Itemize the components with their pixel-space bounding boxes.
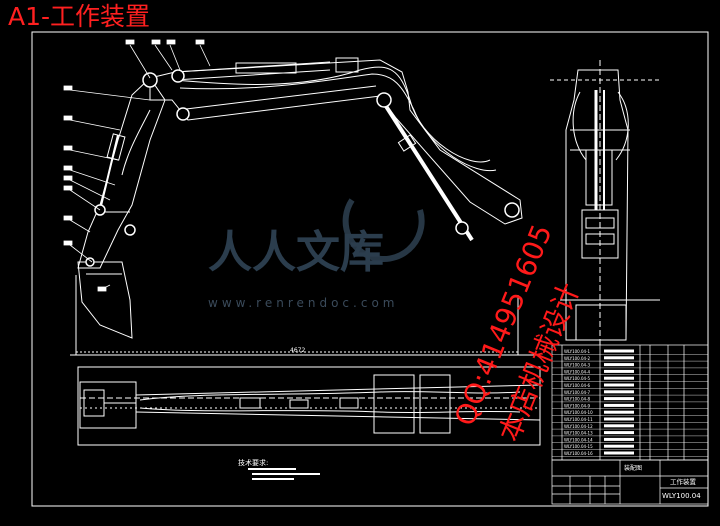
title-block-part-name: 工作装置: [670, 477, 697, 486]
bom-row-name: [604, 383, 634, 387]
bom-row-code: WLY100.04-2: [564, 356, 591, 361]
bom-row-name: [604, 451, 634, 455]
pin-cyl-top: [171, 69, 185, 83]
pin-boom-lower: [176, 107, 190, 121]
bom-row-code: WLY100.04-1: [564, 349, 591, 354]
pin-cyl-foot: [455, 221, 469, 235]
pin-bucket: [124, 224, 136, 236]
end-view: [550, 60, 660, 345]
bom-row-name: [604, 363, 634, 367]
bom-row-code: WLY100.04-8: [564, 397, 591, 402]
bom-row-code: WLY100.04-13: [564, 431, 593, 436]
bom-row-code: WLY100.04-11: [564, 417, 593, 422]
bom-row-code: WLY100.04-9: [564, 403, 591, 408]
bom-row-code: WLY100.04-15: [564, 444, 593, 449]
callouts: [63, 39, 211, 292]
bom-row-code: WLY100.04-14: [564, 437, 593, 442]
bom-row-name: [604, 369, 634, 373]
bom-row-name: [604, 403, 634, 407]
bom-row-name: [604, 349, 634, 353]
pin-bucket-tip: [85, 257, 95, 267]
drawing-border: [31, 31, 709, 507]
bom-rows: WLY100.04-1WLY100.04-2WLY100.04-3WLY100.…: [552, 349, 708, 457]
overlay-title: A1-工作装置: [8, 2, 151, 31]
bom-row-name: [604, 444, 634, 448]
bom-row-name: [604, 356, 634, 360]
bom-row-code: WLY100.04-12: [564, 424, 593, 429]
bom-row-code: WLY100.04-3: [564, 363, 591, 368]
bom-row-name: [604, 431, 634, 435]
tech-requirements-label: 技术要求:: [238, 458, 268, 467]
tech-requirements: 技术要求:: [238, 458, 320, 480]
bom-row-code: WLY100.04-4: [564, 369, 591, 374]
watermark-brand: 人人文库: [208, 227, 384, 278]
title-block: [551, 459, 709, 505]
side-view: [70, 57, 540, 356]
bom-row-name: [604, 397, 634, 401]
plan-view: [77, 366, 541, 446]
title-block-drawing-number: WLY100.04: [662, 492, 701, 500]
pin-boom-stick: [142, 72, 158, 88]
dimension-label: 4672: [290, 347, 305, 354]
bom-row-name: [604, 390, 634, 394]
pin-boom-mid: [376, 92, 392, 108]
bom-row-code: WLY100.04-10: [564, 410, 593, 415]
bom-row-code: WLY100.04-16: [564, 451, 593, 456]
bom-row-name: [604, 424, 634, 428]
watermark-url: www.renrendoc.com: [208, 296, 399, 310]
title-block-drawing-name: 装配图: [624, 464, 642, 472]
bom-row-code: WLY100.04-5: [564, 376, 591, 381]
bom-row-name: [604, 437, 634, 441]
bom-row-name: [604, 410, 634, 414]
bom-row-code: WLY100.04-6: [564, 383, 591, 388]
watermark-logo: [342, 198, 425, 263]
bom-row-name: [604, 417, 634, 421]
bom-row-code: WLY100.04-7: [564, 390, 591, 395]
bom-row-name: [604, 376, 634, 380]
pin-boom-root: [504, 202, 520, 218]
